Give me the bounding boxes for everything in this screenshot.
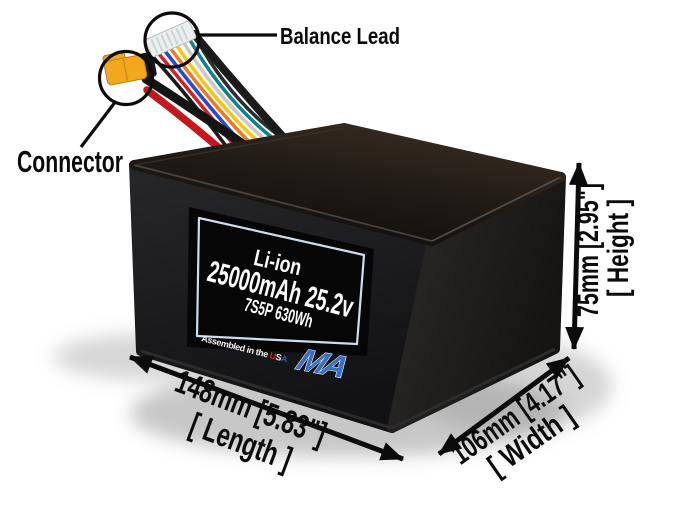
right-top-edge-highlight bbox=[431, 176, 562, 242]
balance-lead-circle bbox=[143, 11, 201, 69]
label-border bbox=[195, 216, 366, 346]
width-arrow bbox=[437, 355, 571, 457]
connector-leader-line bbox=[79, 100, 118, 148]
front-top-edge-highlight bbox=[133, 164, 433, 242]
xt-connector-seam bbox=[122, 58, 129, 81]
balance-lead-connector bbox=[145, 20, 197, 58]
connector-circle bbox=[97, 49, 155, 107]
back-right-edge-highlight bbox=[343, 127, 562, 178]
height-label: [ Height ] bbox=[602, 199, 635, 297]
connector-label: Connector bbox=[17, 144, 123, 179]
height-value: 75mm [2.95"] bbox=[572, 183, 605, 317]
balance-connector-ridges bbox=[150, 25, 189, 54]
back-left-edge-highlight bbox=[133, 127, 345, 166]
height-arrow bbox=[565, 162, 588, 350]
length-arrow bbox=[129, 354, 404, 462]
balance-lead-label: Balance Lead bbox=[280, 23, 400, 49]
label-panel bbox=[187, 207, 374, 356]
